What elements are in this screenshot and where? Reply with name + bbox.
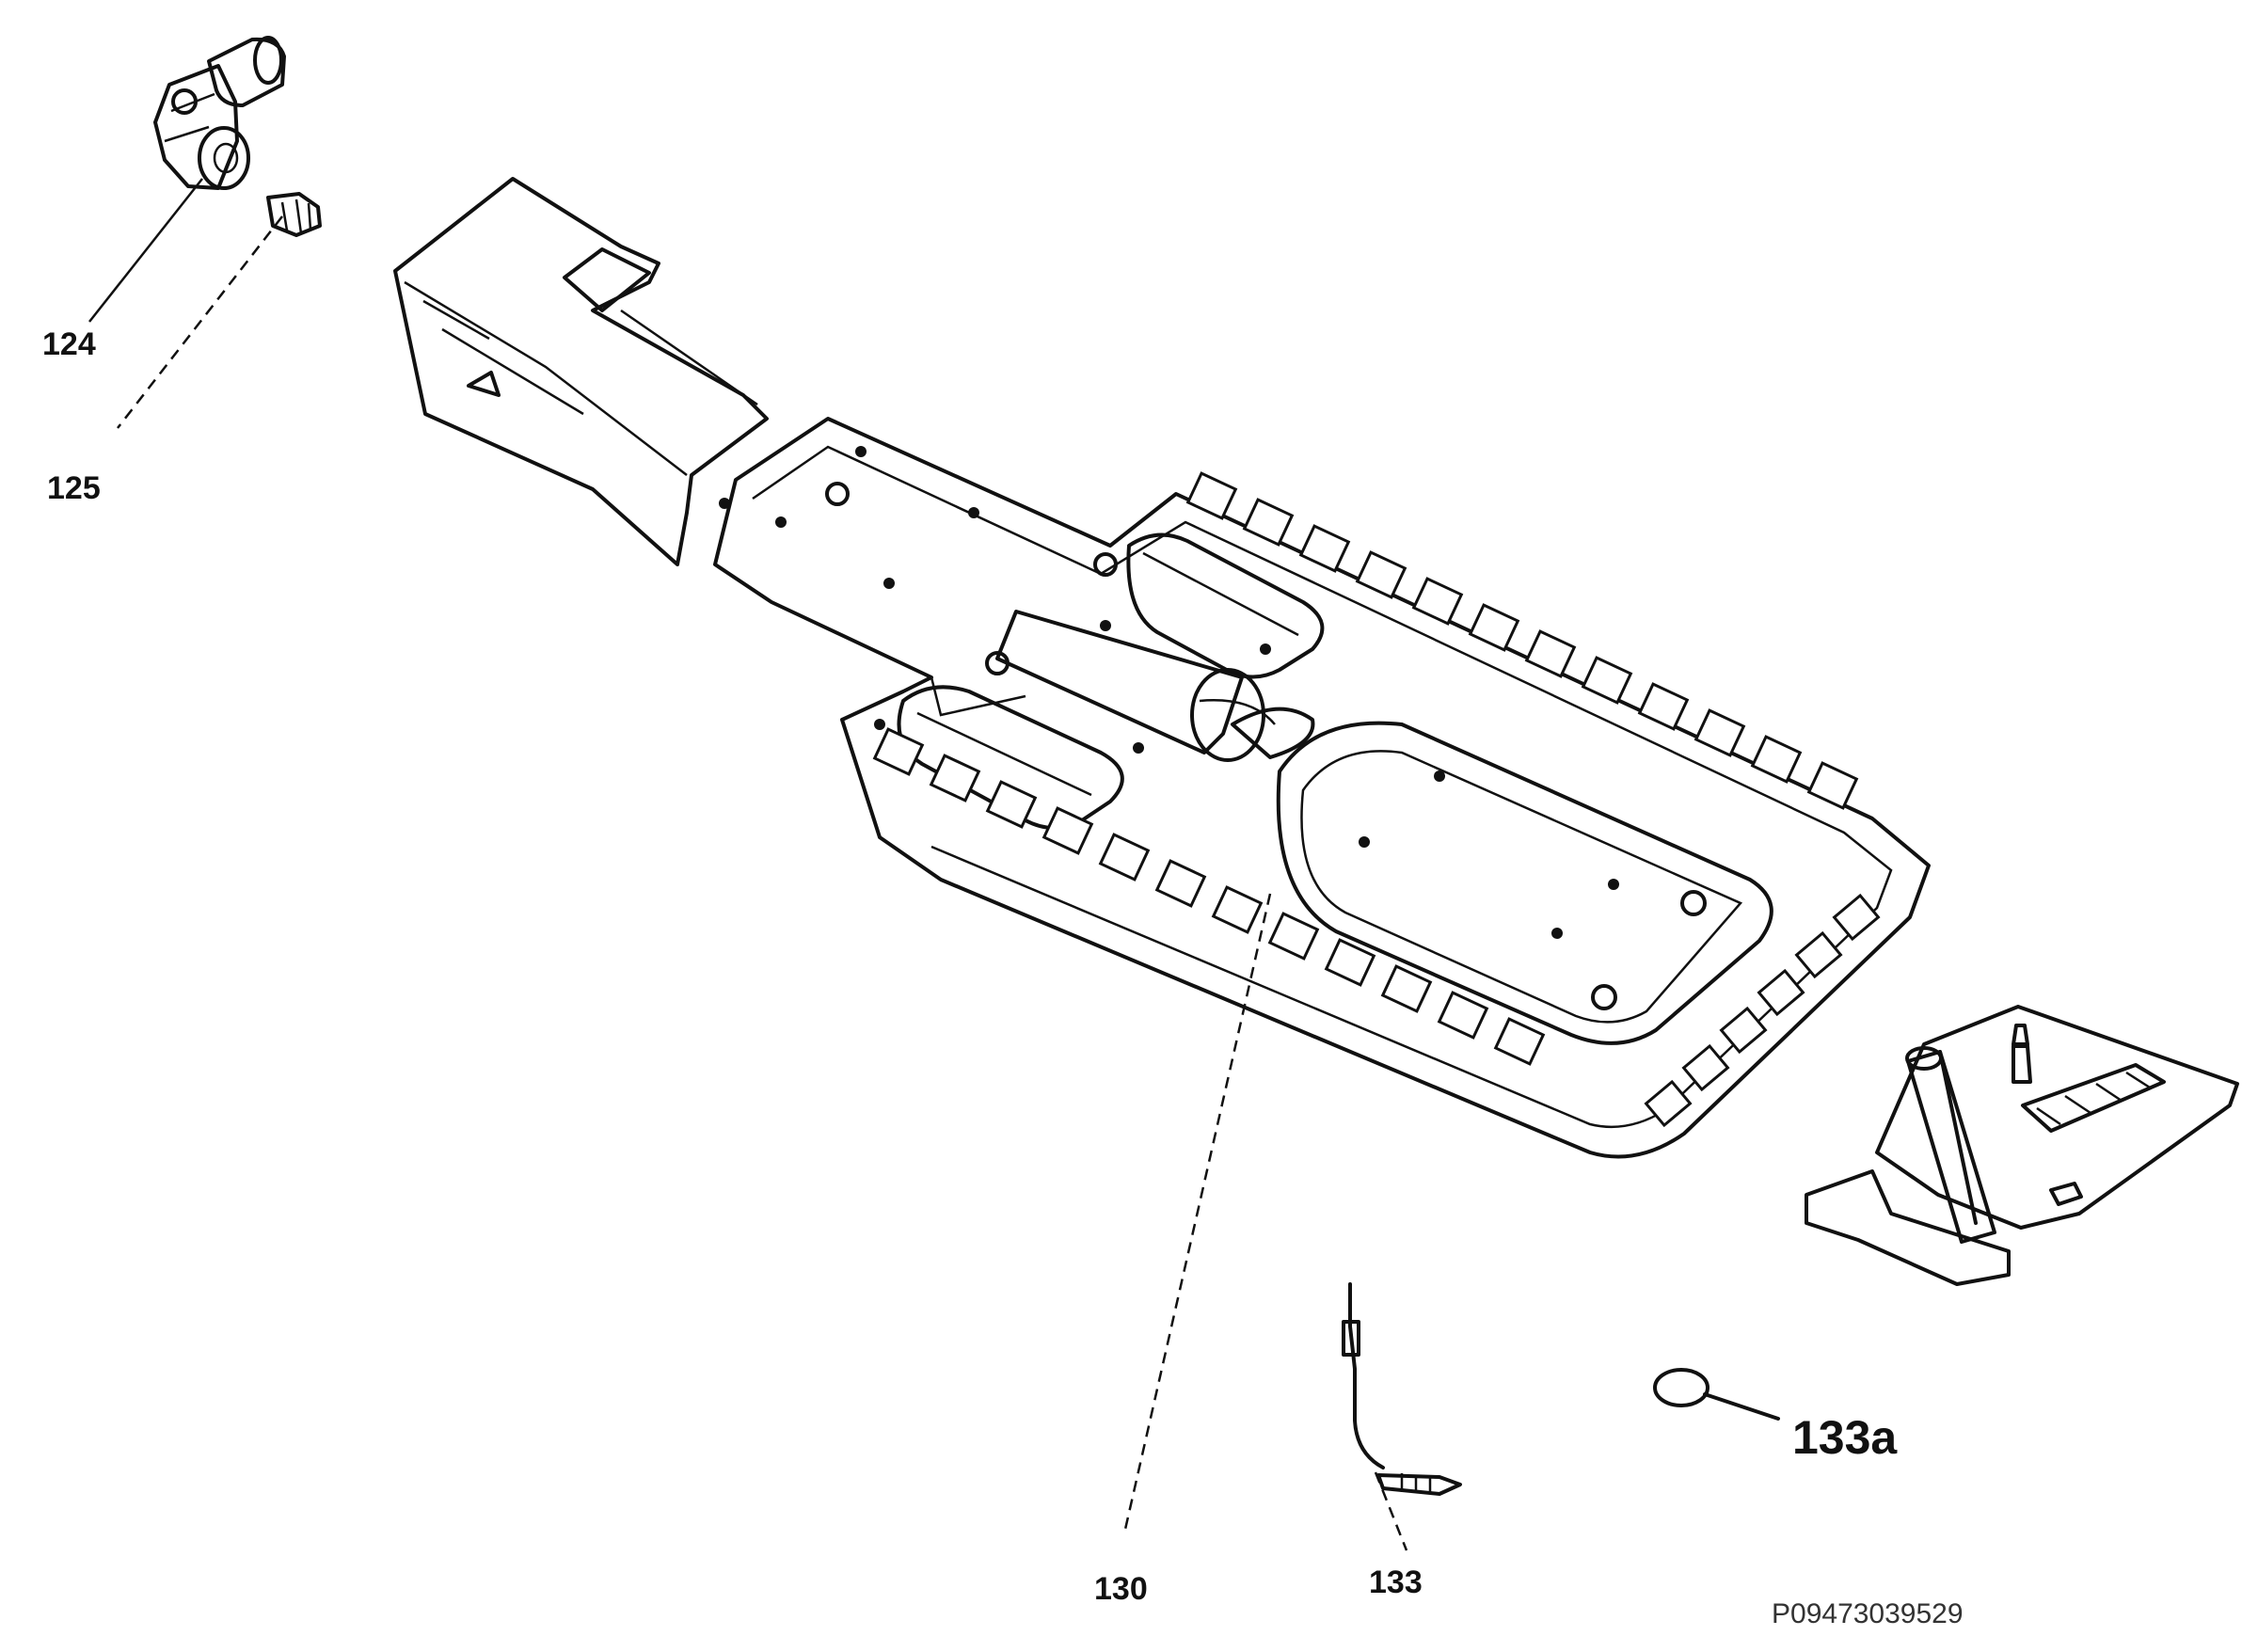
leader-125 bbox=[117, 215, 283, 429]
part-124-valve bbox=[153, 36, 286, 190]
callout-133: 133 bbox=[1369, 1565, 1423, 1600]
callout-133a: 133a bbox=[1792, 1411, 1898, 1464]
callout-124: 124 bbox=[42, 326, 96, 362]
callout-125: 125 bbox=[47, 470, 101, 506]
upper-burner-ports bbox=[1185, 471, 1859, 810]
part-130-burner-tray bbox=[393, 177, 1931, 1159]
document-id: P09473039529 bbox=[1772, 1598, 1964, 1629]
part-125-injector bbox=[266, 192, 322, 237]
leader-130 bbox=[1122, 893, 1272, 1534]
leader-133 bbox=[1374, 1471, 1408, 1551]
leader-124 bbox=[88, 178, 203, 323]
callout-130: 130 bbox=[1094, 1571, 1148, 1607]
part-133-thermocouple bbox=[1342, 1282, 1462, 1496]
lower-burner-ports bbox=[872, 727, 1546, 1066]
part-133a-clip bbox=[1653, 1368, 1780, 1421]
electrode-bracket bbox=[1805, 1005, 2239, 1286]
end-burner-ports bbox=[1644, 893, 1881, 1128]
